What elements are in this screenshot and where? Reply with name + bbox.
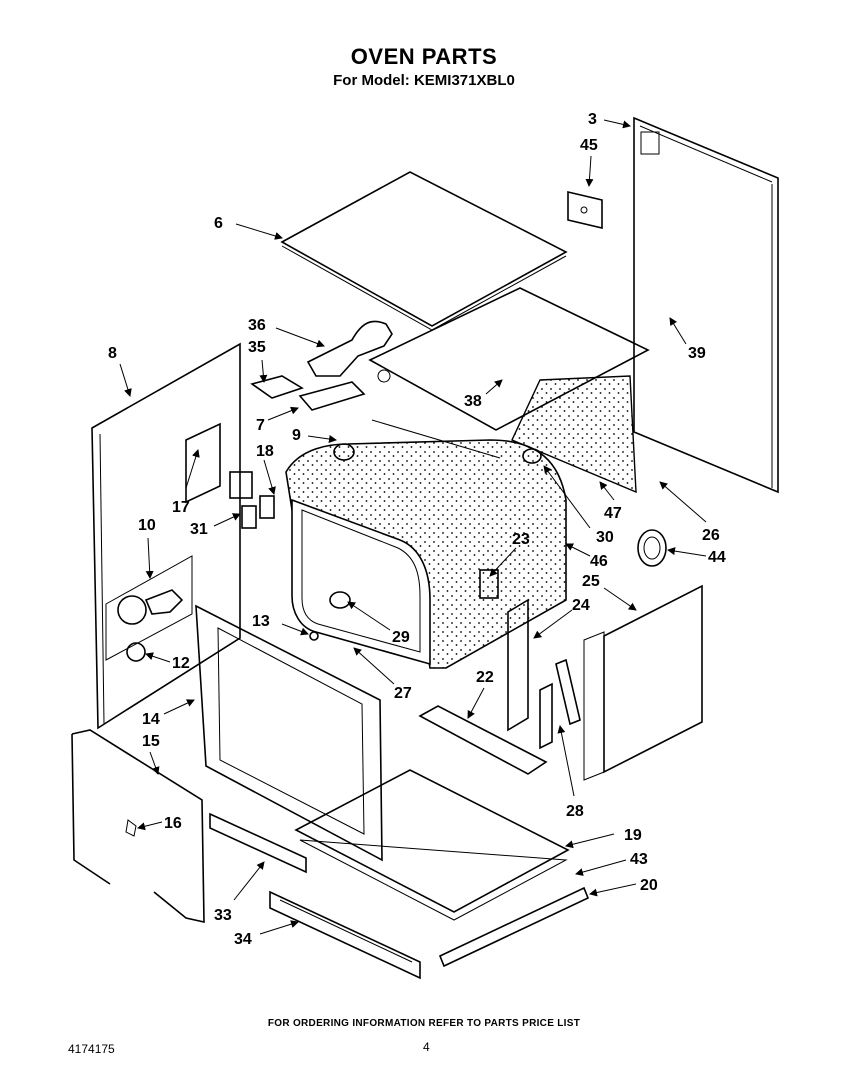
callout-28: 28 <box>566 803 584 820</box>
callout-22: 22 <box>476 669 494 686</box>
callout-33: 33 <box>214 907 232 924</box>
switch-18-part <box>229 471 275 519</box>
light-assembly-part <box>105 555 193 662</box>
callout-39: 39 <box>688 345 706 362</box>
rear-panel-part <box>633 116 779 494</box>
hinge-part <box>539 658 581 750</box>
rail-part <box>418 705 548 775</box>
bottom-panel-part <box>294 769 590 968</box>
door-gasket-part <box>71 729 205 924</box>
gasket-ring-part <box>637 529 667 567</box>
callout-labels: 3 45 6 39 36 35 8 38 7 9 18 17 31 10 30 … <box>108 111 726 948</box>
callout-20: 20 <box>640 877 658 894</box>
callout-24: 24 <box>572 597 590 614</box>
callout-34: 34 <box>234 931 252 948</box>
callout-13: 13 <box>252 613 270 630</box>
switch-bracket-part <box>185 422 221 504</box>
callout-30: 30 <box>596 529 614 546</box>
right-side-panel-part <box>583 584 703 781</box>
callout-23: 23 <box>512 531 530 548</box>
switch-31-part <box>241 505 257 529</box>
callout-35: 35 <box>248 339 266 356</box>
vent-33-part <box>209 812 307 874</box>
oven-cavity-part <box>285 439 567 669</box>
callout-leaders <box>119 119 707 935</box>
callout-8: 8 <box>108 345 117 362</box>
terminal-block-part <box>479 569 499 599</box>
vent-34-part <box>269 890 421 980</box>
callout-43: 43 <box>630 851 648 868</box>
callout-47: 47 <box>604 505 622 522</box>
callout-45: 45 <box>580 137 598 154</box>
callout-36: 36 <box>248 317 266 334</box>
callout-12: 12 <box>172 655 190 672</box>
front-frame-part <box>195 604 383 862</box>
page-number: 4 <box>423 1040 430 1054</box>
vent-duct-part <box>306 320 393 383</box>
callout-15: 15 <box>142 733 160 750</box>
callout-25: 25 <box>582 573 600 590</box>
top-panel-part <box>280 171 568 331</box>
ordering-note: FOR ORDERING INFORMATION REFER TO PARTS … <box>267 1018 581 1029</box>
callout-27: 27 <box>394 685 412 702</box>
callout-46: 46 <box>590 553 608 570</box>
callout-3: 3 <box>588 111 597 128</box>
bracket-35-part <box>250 375 304 399</box>
callout-31: 31 <box>190 521 208 538</box>
callout-16: 16 <box>164 815 182 832</box>
callout-29: 29 <box>392 629 410 646</box>
callout-7: 7 <box>256 417 265 434</box>
callout-18: 18 <box>256 443 274 460</box>
callout-17: 17 <box>172 499 190 516</box>
rear-insulation-part <box>511 375 637 494</box>
callout-10: 10 <box>138 517 156 534</box>
callout-6: 6 <box>214 215 223 232</box>
hinge-bracket-part <box>507 598 529 732</box>
callout-14: 14 <box>142 711 160 728</box>
callout-26: 26 <box>702 527 720 544</box>
callout-44: 44 <box>708 549 726 566</box>
model-subtitle: For Model: KEMI371XBL0 <box>333 72 515 89</box>
callout-9: 9 <box>292 427 301 444</box>
bracket-7-part <box>298 381 366 411</box>
document-number: 4174175 <box>68 1042 115 1056</box>
callout-19: 19 <box>624 827 642 844</box>
left-side-panel-part <box>91 342 241 730</box>
callout-38: 38 <box>464 393 482 410</box>
page-title: OVEN PARTS <box>350 44 498 69</box>
bracket-part <box>567 190 603 230</box>
